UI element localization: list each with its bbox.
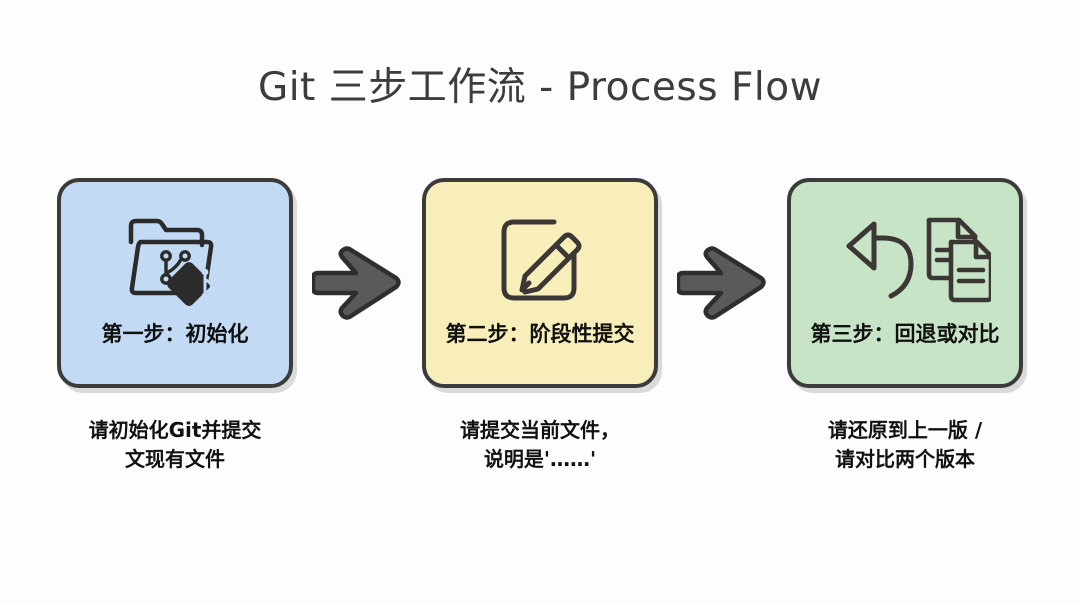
arrow-right-1 [300,178,415,388]
step-card-2[interactable]: 第二步：阶段性提交 [422,178,658,388]
step-caption-2-line-2: 说明是'……' [483,447,597,471]
step-card-3[interactable]: 第三步：回退或对比 [787,178,1023,388]
step-card-1[interactable]: 第一步：初始化 [57,178,293,388]
step-caption-3-line-2: 请对比两个版本 [835,447,975,471]
step-caption-1: 请初始化Git并提交 文现有文件 [89,416,262,474]
undo-and-compare-documents-icon [819,208,991,312]
step-column-3: 第三步：回退或对比 请还原到上一版 / 请对比两个版本 [780,178,1030,474]
step-column-2: 第二步：阶段性提交 请提交当前文件， 说明是'……' [415,178,665,474]
step-caption-3-line-1: 请还原到上一版 / [827,418,983,442]
edit-pencil-square-icon [492,208,588,312]
step-card-label-1: 第一步：初始化 [101,322,249,346]
git-folder-icon [123,208,227,312]
step-column-1: 第一步：初始化 请初始化Git并提交 文现有文件 [50,178,300,474]
process-flow-steps: 第一步：初始化 请初始化Git并提交 文现有文件 [0,178,1080,478]
step-caption-1-line-1: 请初始化Git并提交 [88,418,262,442]
step-caption-3: 请还原到上一版 / 请对比两个版本 [828,416,982,474]
step-caption-2-line-1: 请提交当前文件， [460,418,620,442]
step-card-label-2: 第二步：阶段性提交 [445,322,635,346]
step-caption-2: 请提交当前文件， 说明是'……' [460,416,620,474]
step-card-label-3: 第三步：回退或对比 [810,322,1000,346]
step-caption-1-line-2: 文现有文件 [125,447,225,471]
arrow-right-2 [665,178,780,388]
page-title: Git 三步工作流 - Process Flow [258,65,822,110]
